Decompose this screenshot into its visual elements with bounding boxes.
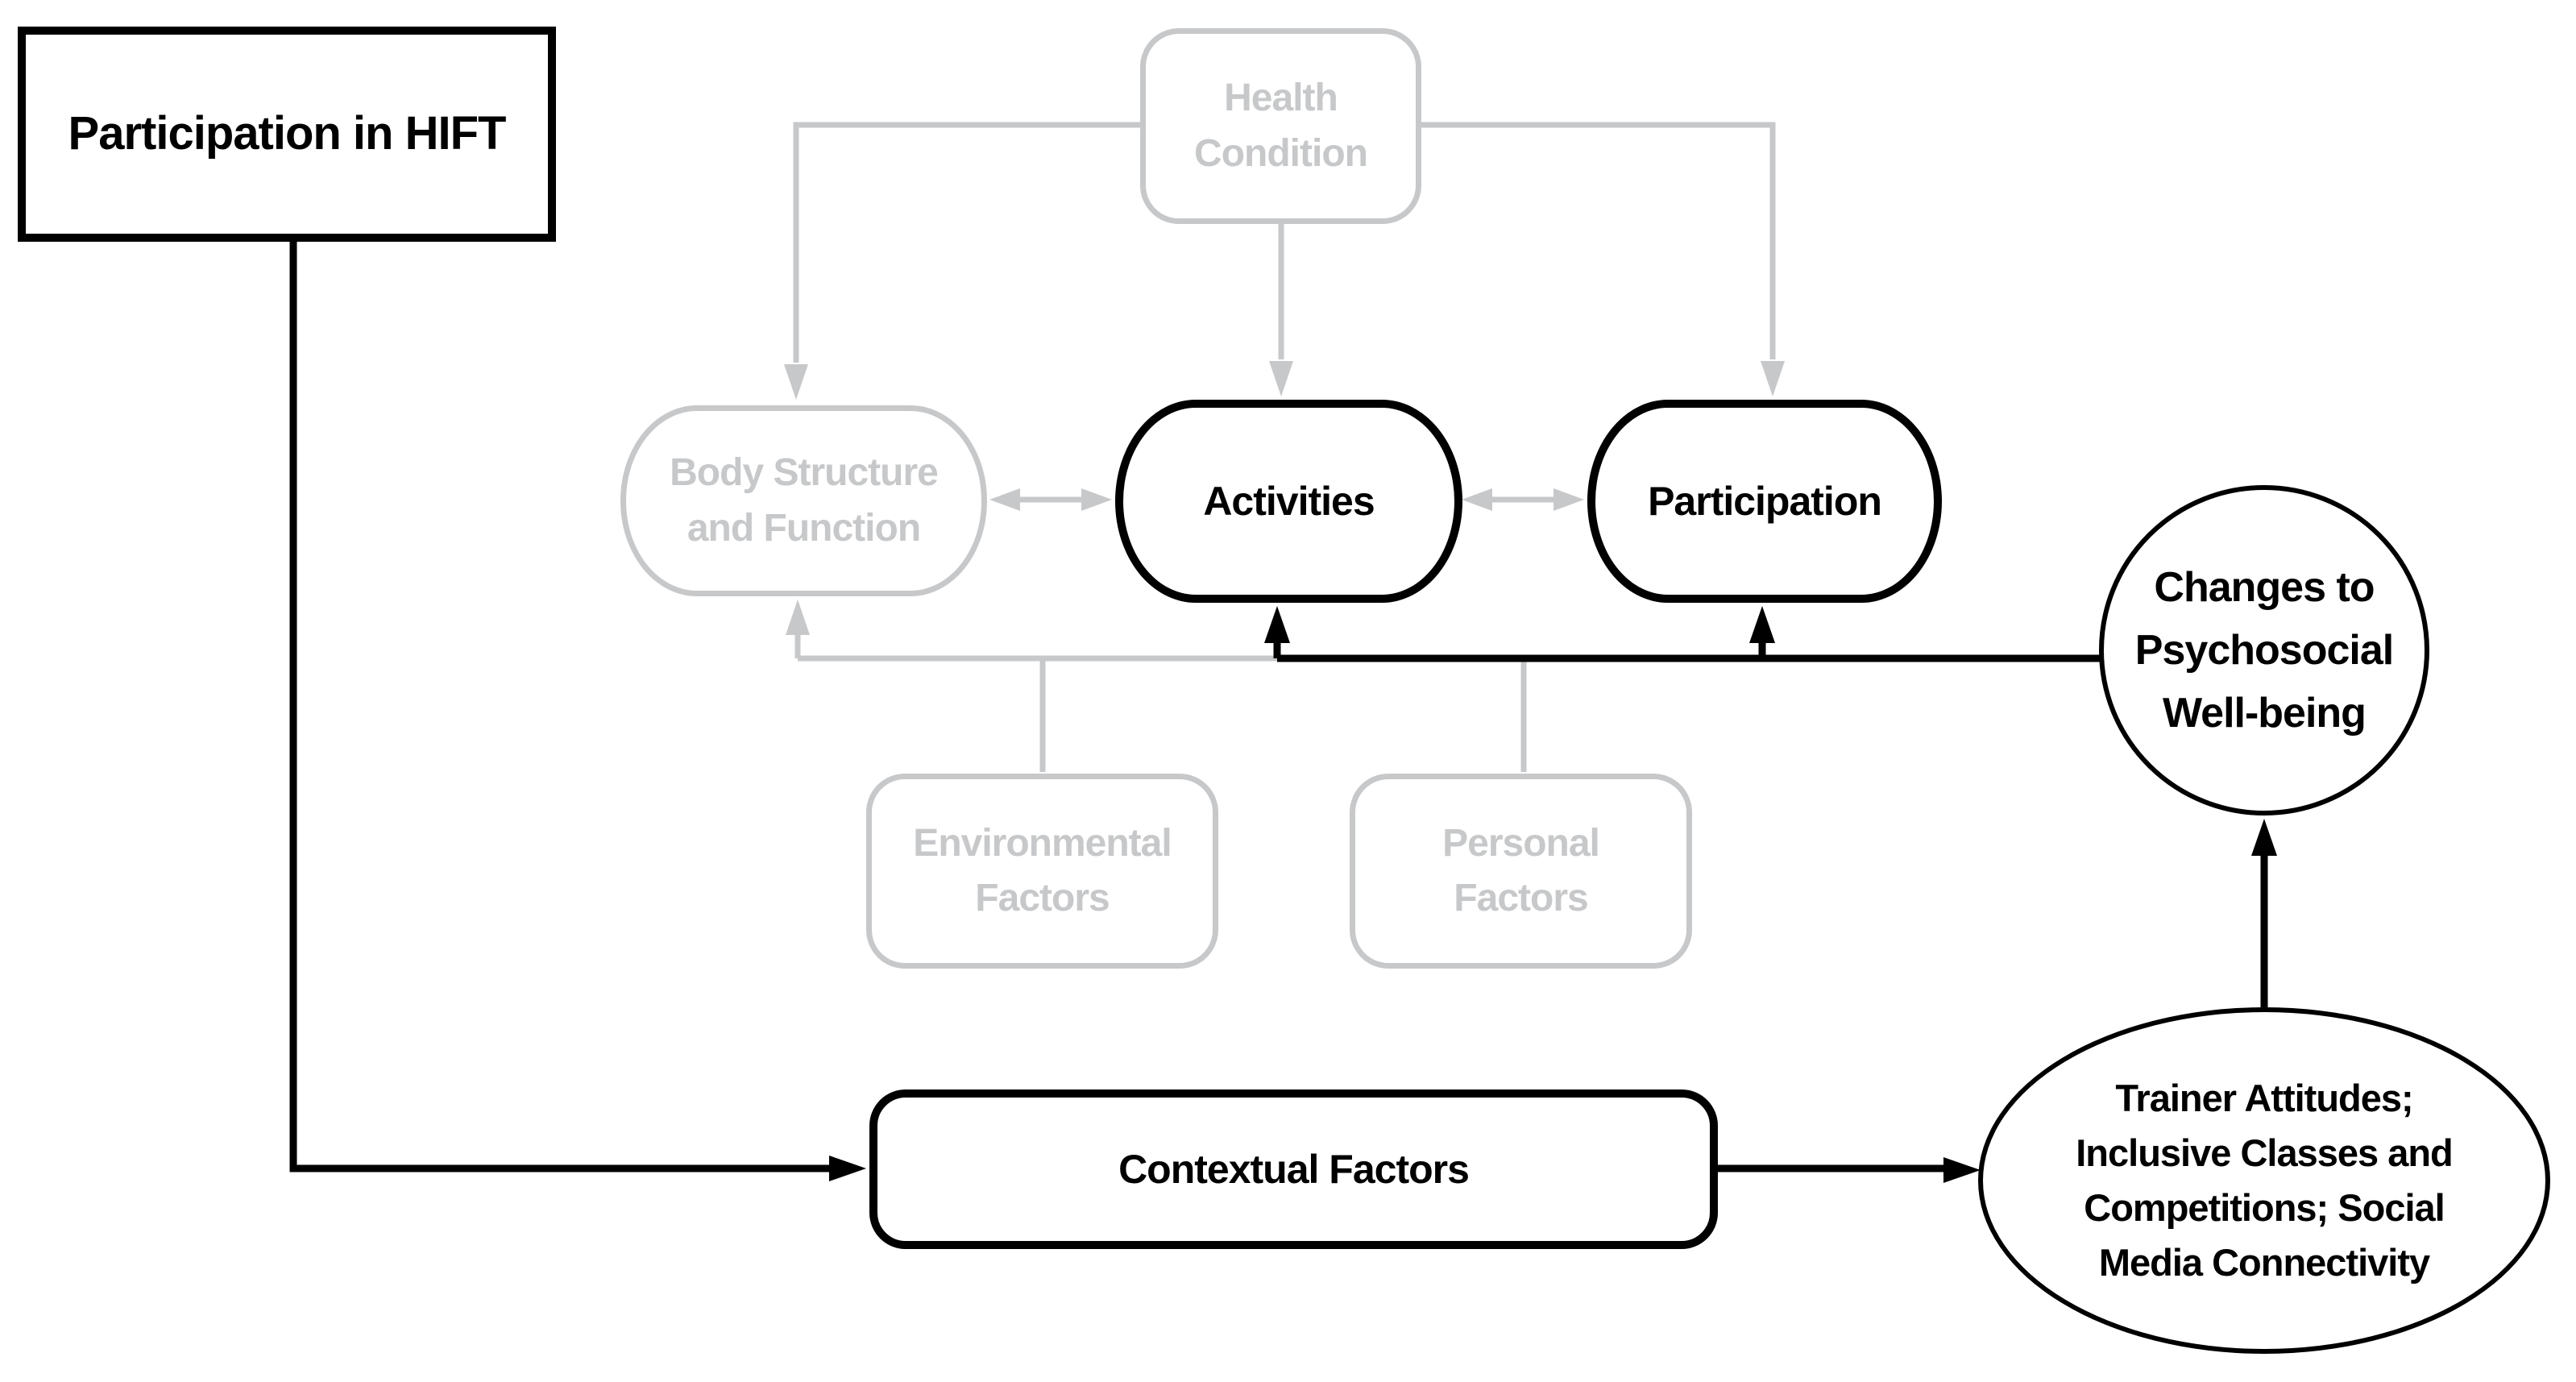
arrowhead-wellbeing-to-participation <box>1749 606 1775 643</box>
arrowhead-biarrow-left-body <box>989 488 1020 511</box>
arrowhead-biarrow-right-activities <box>1081 488 1112 511</box>
arrowhead-health-to-participation <box>1761 361 1785 396</box>
node-trainer-attitudes: Trainer Attitudes; Inclusive Classes and… <box>1978 1007 2550 1354</box>
node-environmental-factors-label: Environmental Factors <box>913 821 1172 919</box>
node-trainer-attitudes-label: Trainer Attitudes; Inclusive Classes and… <box>2076 1076 2454 1284</box>
arrowhead-trainer-to-wellbeing <box>2251 819 2277 856</box>
arrowhead-wellbeing-to-activities <box>1264 606 1290 643</box>
node-participation-in-hift: Participation in HIFT <box>18 27 556 242</box>
node-personal-factors-label: Personal Factors <box>1442 821 1600 919</box>
node-body-structure-function: Body Structure and Function <box>620 405 987 596</box>
node-participation-label: Participation <box>1648 478 1882 524</box>
node-contextual-factors: Contextual Factors <box>869 1089 1718 1249</box>
node-psychosocial-wellbeing-label: Changes to Psychosocial Well-being <box>2134 564 2394 737</box>
arrowhead-health-to-activities <box>1269 361 1293 396</box>
edge-health-to-participation <box>1421 122 1776 359</box>
arrowhead-bus-to-body <box>786 600 810 635</box>
node-participation-in-hift-label: Participation in HIFT <box>68 107 507 160</box>
edge-health-to-body <box>793 122 1140 363</box>
node-psychosocial-wellbeing: Changes to Psychosocial Well-being <box>2099 485 2429 816</box>
arrowhead-contextual-to-trainer <box>1943 1157 1981 1183</box>
node-body-structure-function-label: Body Structure and Function <box>670 451 939 550</box>
node-participation: Participation <box>1587 400 1942 603</box>
node-activities-label: Activities <box>1203 478 1375 524</box>
node-environmental-factors: Environmental Factors <box>866 774 1218 969</box>
node-health-condition: Health Condition <box>1140 28 1421 224</box>
edge-hift-to-contextual <box>289 242 831 1172</box>
node-personal-factors: Personal Factors <box>1350 774 1692 969</box>
arrowhead-health-to-body <box>784 364 808 400</box>
arrowhead-biarrow-left-activities <box>1462 488 1492 511</box>
arrowhead-hift-to-contextual <box>829 1156 866 1181</box>
arrowhead-biarrow-right-participation <box>1553 488 1584 511</box>
node-activities: Activities <box>1115 400 1462 603</box>
node-health-condition-label: Health Condition <box>1194 77 1368 175</box>
node-contextual-factors-label: Contextual Factors <box>1118 1146 1470 1192</box>
